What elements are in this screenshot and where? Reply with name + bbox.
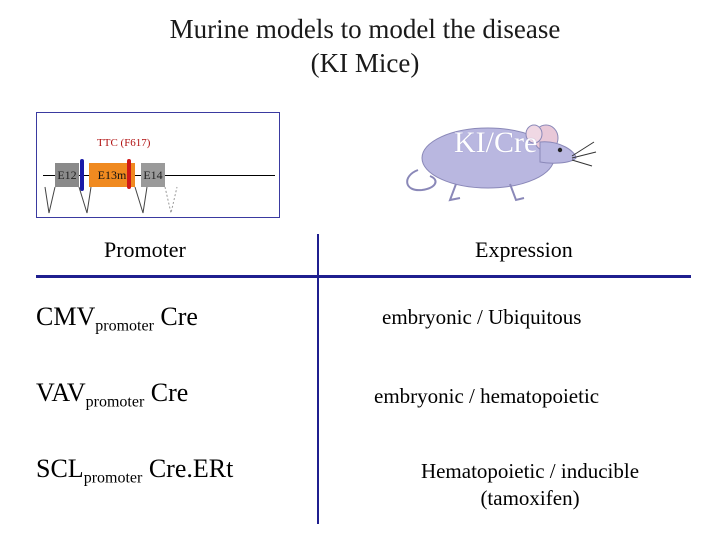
- header-expression: Expression: [475, 237, 573, 262]
- exon-e12: E12: [55, 163, 79, 187]
- slide-title-line2: (KI Mice): [310, 48, 420, 78]
- table-vertical-rule: [317, 234, 319, 524]
- splicing-lines: [44, 186, 178, 214]
- gene-structure-diagram: TTC (F617) E12 E13m E14: [36, 112, 280, 218]
- header-promoter: Promoter: [104, 237, 186, 262]
- slide-title-line1: Murine models to model the disease: [169, 14, 561, 44]
- ki-cre-label: KI/Cre: [454, 126, 538, 159]
- exon-e14: E14: [141, 163, 165, 187]
- expression-cell-vav: embryonic / hematopoietic: [374, 384, 600, 408]
- expression-cell-cmv: embryonic / Ubiquitous: [382, 305, 582, 329]
- promoter-cell-vav: VAVpromoter Cre: [36, 378, 189, 411]
- mutation-site-marker: [127, 159, 131, 189]
- expression-cell-scl: Hematopoietic / inducible(tamoxifen): [420, 459, 640, 510]
- loxp-site-marker: [80, 159, 84, 191]
- promoter-cell-cmv: CMVpromoter Cre: [36, 302, 198, 335]
- table-horizontal-rule: [36, 275, 691, 278]
- promoter-cell-scl: SCLpromoter Cre.ERt: [36, 454, 234, 487]
- mouse-icon: [406, 124, 597, 202]
- mutation-label: TTC (F617): [97, 137, 151, 149]
